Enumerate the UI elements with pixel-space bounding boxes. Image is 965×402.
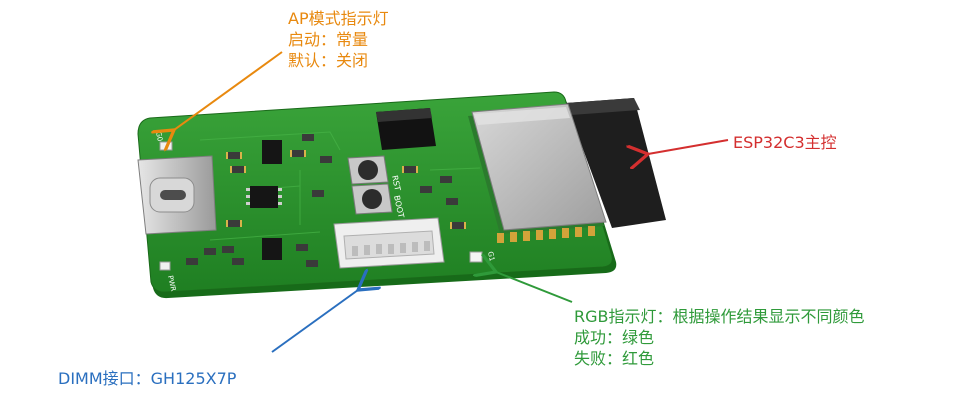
rgb-led: [469, 251, 483, 263]
rgb-led-line2: 失败：红色: [574, 349, 655, 368]
ap-led: [159, 141, 173, 151]
arrow-rgb-led: [496, 272, 573, 303]
callout-esp32c3: ESP32C3主控: [733, 132, 837, 153]
ap-led-title: AP模式指示灯: [288, 9, 389, 28]
ic-chip-1: [246, 186, 282, 208]
rgb-led-line1: 成功：绿色: [574, 328, 655, 347]
silk-pwr: PWR: [166, 275, 177, 292]
pwr-led: [159, 261, 171, 271]
ic-chip-2: [262, 140, 282, 164]
callout-dimm: DIMM接口：GH125X7P: [58, 368, 236, 389]
ap-led-line1: 启动：常量: [288, 30, 369, 49]
smd-components: [186, 134, 464, 267]
rgb-led-title: RGB指示灯：根据操作结果显示不同颜色: [574, 307, 865, 326]
arrow-ap-led: [174, 51, 283, 130]
boot-button: [351, 183, 393, 215]
callout-ap-led: AP模式指示灯 启动：常量 默认：关闭: [288, 8, 389, 71]
ap-led-line2: 默认：关闭: [288, 51, 369, 70]
arrow-dimm: [271, 290, 358, 353]
antenna: [566, 98, 666, 228]
rst-button: [347, 155, 389, 185]
esp-title: ESP32C3主控: [733, 133, 837, 152]
gh125-connector: [333, 217, 445, 269]
usb-c-connector: [137, 155, 217, 235]
silk-rst: RST: [390, 175, 402, 192]
arrow-esp: [648, 139, 729, 154]
smd-pads: [226, 150, 466, 229]
callout-rgb-led: RGB指示灯：根据操作结果显示不同颜色 成功：绿色 失败：红色: [574, 306, 865, 369]
ic-chip-3: [262, 238, 282, 260]
dimm-title: DIMM接口：GH125X7P: [58, 369, 237, 388]
power-inductor: [376, 108, 436, 150]
esp32c3-module: [468, 103, 607, 243]
